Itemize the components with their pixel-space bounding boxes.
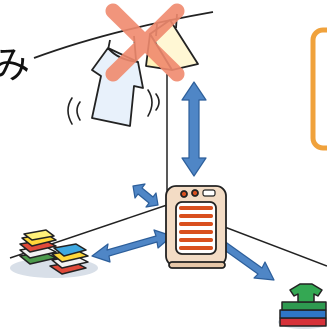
label-box	[313, 30, 327, 148]
clothes-stack-icon	[278, 284, 327, 329]
text-fragment: み	[0, 46, 30, 84]
heater-icon	[166, 186, 226, 268]
